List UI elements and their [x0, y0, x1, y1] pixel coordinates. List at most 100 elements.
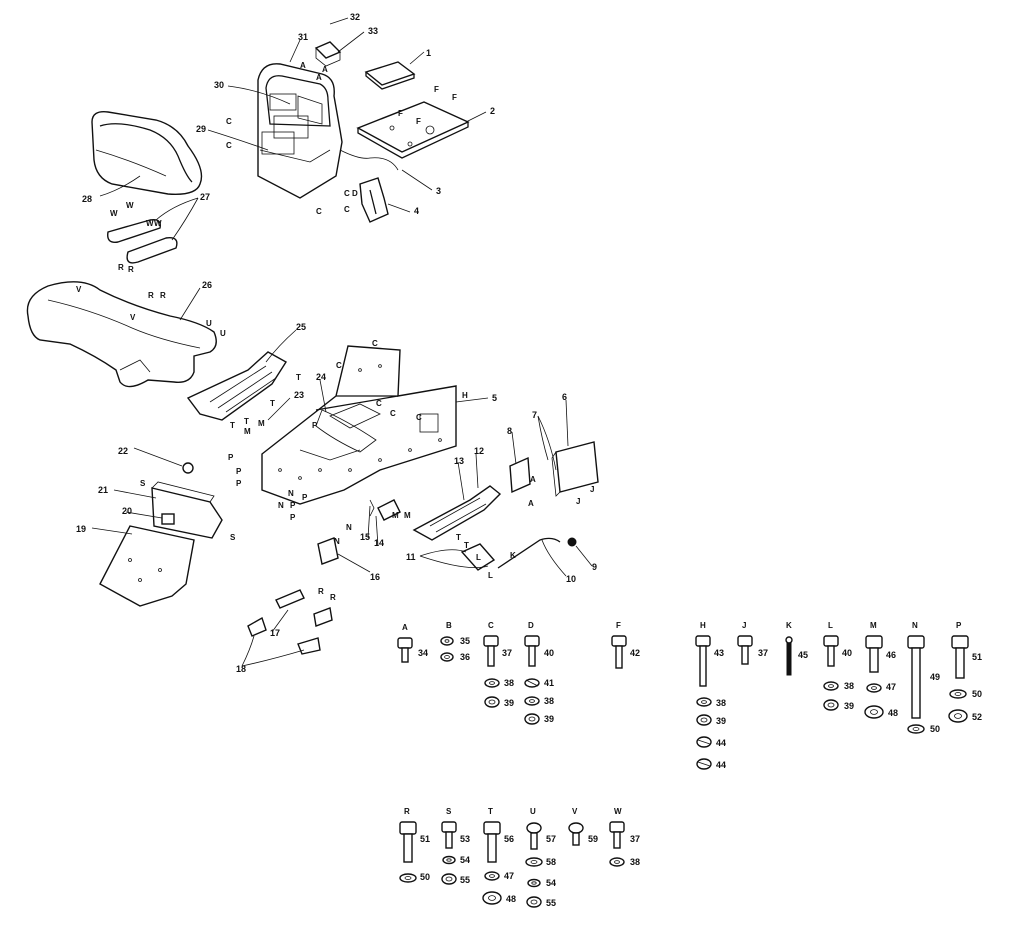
- callout-4: 4: [414, 206, 419, 216]
- tag-R: R: [128, 265, 134, 274]
- bolt-icon: [823, 635, 839, 667]
- tag-C: C: [336, 361, 342, 370]
- hw-P-52: 52: [972, 712, 982, 722]
- tag-R: R: [160, 291, 166, 300]
- tag-P: P: [236, 467, 242, 476]
- bolt-icon: [609, 821, 625, 849]
- hw-U-55: 55: [546, 898, 556, 908]
- callout-28: 28: [82, 194, 92, 204]
- callout-25: 25: [296, 322, 306, 332]
- callout-22: 22: [118, 446, 128, 456]
- bolt-icon: [441, 821, 457, 849]
- part-27-seat-brackets: [107, 218, 178, 264]
- hw-H-44a: 44: [716, 738, 726, 748]
- hw-K-45: 45: [798, 650, 808, 660]
- hw-letter-A: A: [402, 623, 408, 632]
- washer-icon: [399, 873, 417, 883]
- tag-F: F: [398, 109, 403, 118]
- tag-C: C: [416, 413, 422, 422]
- callout-1: 1: [426, 48, 431, 58]
- part-2-mounting-plate: [356, 101, 470, 159]
- part-16-bracket: [317, 537, 339, 565]
- part-4-bracket: [359, 177, 389, 223]
- hw-letter-B: B: [446, 621, 452, 630]
- hw-R-50: 50: [420, 872, 430, 882]
- callout-11: 11: [406, 552, 416, 562]
- bolt-icon: [907, 635, 925, 719]
- part-9-knob: [567, 537, 577, 547]
- hw-letter-M: M: [870, 621, 877, 630]
- bolt-icon: [865, 635, 883, 673]
- washer-icon: [823, 681, 839, 691]
- tag-N: N: [288, 489, 294, 498]
- hw-letter-H: H: [700, 621, 706, 630]
- tag-C: C: [316, 207, 322, 216]
- bolt-icon: [397, 637, 413, 663]
- tag-N: N: [278, 501, 284, 510]
- lockwasher-icon: [524, 678, 540, 688]
- bolt-icon: [611, 635, 627, 669]
- callout-32: 32: [350, 12, 360, 22]
- hw-S-54: 54: [460, 855, 470, 865]
- hw-C-38: 38: [504, 678, 514, 688]
- hw-P-51: 51: [972, 652, 982, 662]
- nut-icon: [526, 896, 542, 908]
- callout-26: 26: [202, 280, 212, 290]
- tag-R: R: [118, 263, 124, 272]
- hw-N-50: 50: [930, 724, 940, 734]
- tag-R: R: [318, 587, 324, 596]
- bolt-icon: [695, 635, 711, 687]
- nut-icon: [948, 709, 968, 723]
- tag-C: C: [390, 409, 396, 418]
- part-8-plate: [509, 456, 531, 494]
- callout-21: 21: [98, 485, 108, 495]
- tag-W: W: [154, 219, 162, 228]
- part-26-fender: [26, 281, 217, 388]
- hw-U-57: 57: [546, 834, 556, 844]
- tag-W: W: [146, 219, 154, 228]
- callout-14: 14: [374, 538, 384, 548]
- washer-icon: [907, 724, 925, 734]
- washer-icon: [525, 857, 543, 867]
- part-33-bracket: [314, 41, 342, 67]
- tag-L: L: [488, 571, 493, 580]
- tag-M: M: [392, 511, 399, 520]
- tag-A: A: [528, 499, 534, 508]
- tag-S: S: [230, 533, 236, 542]
- washer-icon: [524, 696, 540, 706]
- tag-A: A: [322, 65, 328, 74]
- tag-S: S: [140, 479, 146, 488]
- hw-letter-N: N: [912, 621, 918, 630]
- tag-C: C: [344, 205, 350, 214]
- bolt-icon: [737, 635, 753, 665]
- clip-icon: [696, 736, 712, 748]
- hw-B-35: 35: [460, 636, 470, 646]
- part-18-fittings: [247, 607, 333, 655]
- tag-T: T: [230, 421, 235, 430]
- hw-letter-V: V: [572, 807, 578, 816]
- hw-N-49: 49: [930, 672, 940, 682]
- part-25-left-footrest: [186, 351, 287, 421]
- part-11-bracket: [460, 543, 496, 571]
- hw-D-41: 41: [544, 678, 554, 688]
- hw-T-47: 47: [504, 871, 514, 881]
- hw-D-40: 40: [544, 648, 554, 658]
- callout-6: 6: [562, 392, 567, 402]
- part-10-rod: [497, 537, 561, 569]
- hw-L-39: 39: [844, 701, 854, 711]
- clip-icon: [696, 758, 712, 770]
- hw-C-39: 39: [504, 698, 514, 708]
- tag-V: V: [76, 285, 82, 294]
- part-24-plate: [329, 403, 381, 429]
- tag-T: T: [464, 541, 469, 550]
- callout-33: 33: [368, 26, 378, 36]
- tag-C: C: [226, 141, 232, 150]
- tag-T: T: [296, 373, 301, 382]
- tag-F: F: [452, 93, 457, 102]
- hw-L-38: 38: [844, 681, 854, 691]
- callout-17: 17: [270, 628, 280, 638]
- nut-icon: [524, 713, 540, 725]
- callout-18: 18: [236, 664, 246, 674]
- tag-J: J: [590, 485, 594, 494]
- part-19-panel: [99, 525, 195, 607]
